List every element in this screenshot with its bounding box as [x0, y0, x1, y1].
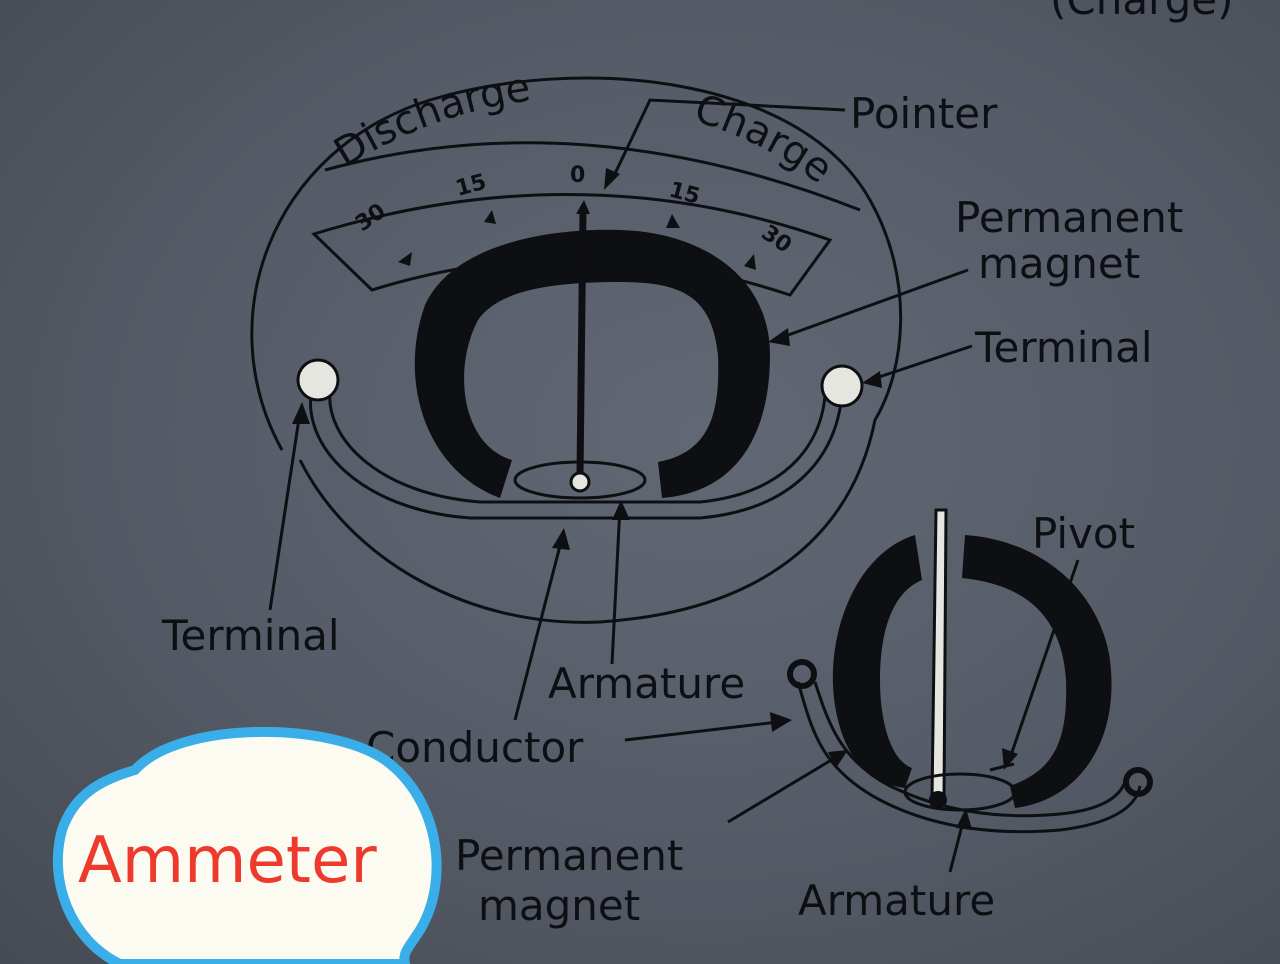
- dial-case: [250, 76, 903, 624]
- pivot-point: [569, 471, 591, 493]
- tick-label-30-discharge: 30: [351, 199, 390, 237]
- detail-terminal-left: [787, 659, 817, 689]
- detail-magnet-right: [962, 535, 1112, 808]
- terminal-right-label: Terminal: [974, 323, 1153, 372]
- top-cut-text: (Charge): [1050, 0, 1233, 24]
- terminal-left-label: Terminal: [161, 611, 340, 660]
- detail-view: [727, 508, 1153, 873]
- conductor-strip-inner: [328, 389, 827, 504]
- pointer-arrowhead: [604, 168, 620, 190]
- small-magnet-label-line1: Permanent: [455, 831, 683, 880]
- conductor-arrowhead-main: [552, 528, 570, 550]
- terminal-left-leader: [268, 411, 302, 611]
- terminal-left: [296, 358, 340, 402]
- scale-outer-arc: [324, 141, 861, 212]
- detail-conductor-outer: [796, 681, 1142, 834]
- tick-mark: [744, 254, 756, 270]
- conductor-strip-outer: [309, 387, 844, 520]
- armature-label: Armature: [548, 659, 745, 708]
- permanent-magnet: [414, 229, 770, 498]
- detail-magnet-arrowhead: [828, 750, 848, 768]
- terminal-right-arrowhead: [862, 371, 882, 388]
- ammeter-callout-bubble: Ammeter: [52, 726, 442, 964]
- detail-conductor-inner: [813, 681, 1126, 818]
- detail-armature-arrowhead: [956, 808, 972, 830]
- main-ammeter: Discharge Charge 30 15 0 15 30: [250, 64, 903, 624]
- conductor-arrowhead-small: [770, 712, 792, 732]
- terminal-left-arrowhead: [292, 402, 310, 424]
- pointer-needle: [576, 209, 587, 477]
- small-armature-label: Armature: [798, 876, 995, 925]
- armature-arrowhead: [612, 500, 630, 520]
- tick-label-15-discharge: 15: [453, 170, 489, 202]
- detail-pointer: [930, 508, 948, 800]
- tick-label-15-charge: 15: [666, 178, 702, 210]
- conductor-label: Conductor: [366, 723, 584, 772]
- armature-leader: [610, 505, 622, 665]
- pointer-leader: [610, 98, 846, 181]
- conductor-leader-small: [624, 720, 779, 742]
- pivot-label: Pivot: [1032, 509, 1135, 558]
- conductor-leader-main: [513, 537, 564, 721]
- pointer-label: Pointer: [850, 89, 998, 138]
- pivot-leader: [1008, 559, 1080, 759]
- magnet-leader: [779, 268, 969, 340]
- bubble-shape: [52, 726, 442, 964]
- terminal-right-leader: [869, 344, 973, 382]
- tick-mark: [398, 252, 412, 266]
- small-magnet-label-line2: magnet: [478, 881, 640, 930]
- magnet-arrowhead: [768, 328, 790, 346]
- permanent-magnet-label-line2: magnet: [978, 239, 1140, 288]
- discharge-label: Discharge: [326, 64, 533, 176]
- detail-magnet-leader: [727, 754, 839, 824]
- detail-armature: [903, 772, 1017, 812]
- terminal-right: [820, 364, 864, 408]
- permanent-magnet-label-line1: Permanent: [955, 193, 1183, 242]
- detail-magnet-left: [832, 535, 922, 788]
- pivot-arrowhead: [1002, 748, 1018, 770]
- tick-mark: [666, 214, 680, 228]
- bubble-title: Ammeter: [78, 824, 377, 898]
- detail-pivot-arm: [989, 762, 1015, 772]
- tick-mark: [484, 210, 496, 224]
- armature-disc: [513, 460, 647, 500]
- leader-lines: [268, 98, 973, 742]
- detail-terminal-right: [1123, 767, 1153, 797]
- tick-label-0: 0: [570, 163, 585, 188]
